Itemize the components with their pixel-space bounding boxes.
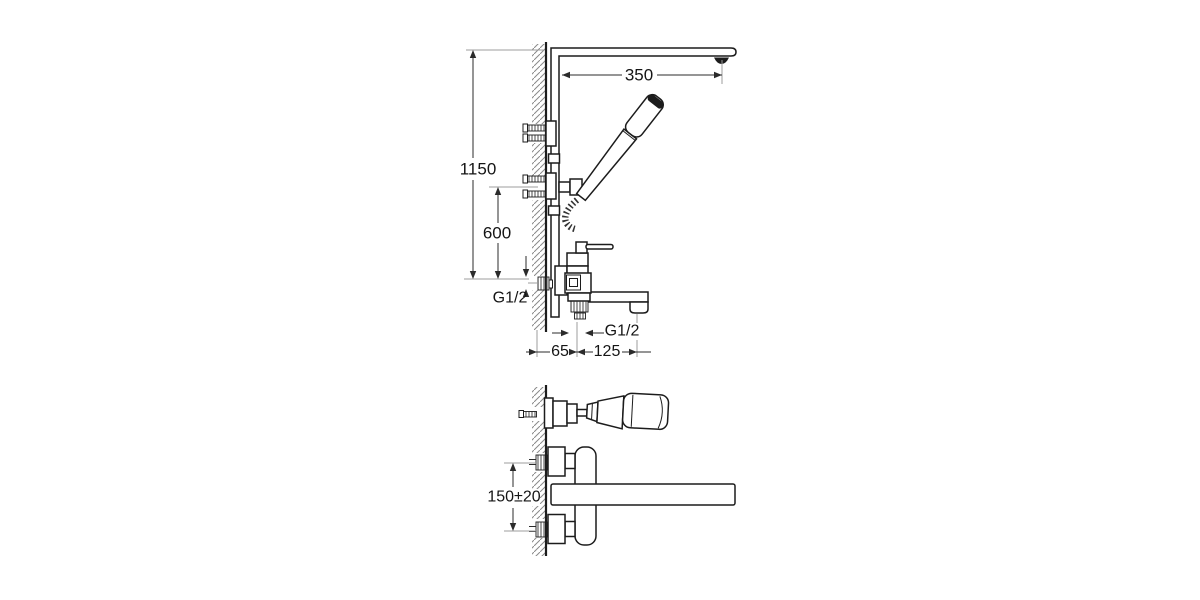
handshower-handle bbox=[596, 394, 625, 430]
inlet-thread-label: G1/2 bbox=[493, 290, 528, 307]
holder-wall-plate bbox=[543, 397, 554, 429]
spout bbox=[588, 291, 649, 303]
shower-hose bbox=[562, 197, 580, 233]
mixer-assembly bbox=[537, 241, 649, 320]
screw-icon bbox=[526, 175, 547, 183]
union-nut-icon bbox=[535, 521, 548, 538]
side-view-dimensions: 1150 600 350 G1/2 G1/2 65 125 bbox=[460, 49, 723, 360]
screw-icon bbox=[526, 134, 547, 142]
dim-150-label: 150±20 bbox=[487, 489, 540, 506]
handshower-head bbox=[621, 392, 670, 431]
side-elevation-view: 1150 600 350 G1/2 G1/2 65 125 bbox=[460, 42, 737, 360]
handshower bbox=[575, 93, 664, 202]
bracket-plate bbox=[545, 172, 557, 200]
mixer-cartridge bbox=[566, 252, 589, 267]
wall-inlet-thread bbox=[537, 276, 550, 291]
handshower-holder-side bbox=[518, 392, 670, 431]
wall-brackets bbox=[522, 120, 557, 200]
handshower-handle bbox=[575, 127, 638, 202]
riser-and-arm bbox=[550, 47, 737, 318]
screw-icon bbox=[523, 411, 537, 418]
riser-coupling bbox=[547, 205, 561, 216]
front-view-dimensions: 150±20 bbox=[487, 462, 541, 532]
spout-outlet bbox=[629, 301, 649, 314]
dim-125-label: 125 bbox=[594, 343, 621, 360]
handshower-side bbox=[585, 392, 670, 431]
riser-coupling bbox=[547, 153, 561, 164]
bracket-plate bbox=[545, 120, 557, 147]
spout-bar bbox=[550, 483, 736, 506]
front-elevation-view: 150±20 bbox=[487, 385, 736, 556]
escutcheon bbox=[547, 513, 566, 545]
union-nut-icon bbox=[535, 454, 548, 471]
mixer-front bbox=[529, 446, 736, 546]
screw-icon bbox=[526, 124, 547, 132]
diverter-knob bbox=[569, 278, 578, 287]
screw-icon bbox=[526, 190, 547, 198]
handshower-face-icon bbox=[647, 94, 664, 109]
dim-600-label: 600 bbox=[483, 224, 511, 243]
dim-65-label: 65 bbox=[551, 343, 569, 360]
hose-outlet-thread bbox=[570, 300, 589, 313]
handshower-head bbox=[624, 93, 664, 138]
dim-1150-label: 1150 bbox=[460, 160, 497, 179]
shower-riser bbox=[547, 47, 737, 318]
wall-section bbox=[532, 42, 548, 332]
dim-350-label: 350 bbox=[625, 66, 653, 85]
escutcheon bbox=[547, 446, 566, 477]
outlet-thread-label: G1/2 bbox=[605, 323, 640, 340]
mixer-lever bbox=[585, 243, 614, 250]
